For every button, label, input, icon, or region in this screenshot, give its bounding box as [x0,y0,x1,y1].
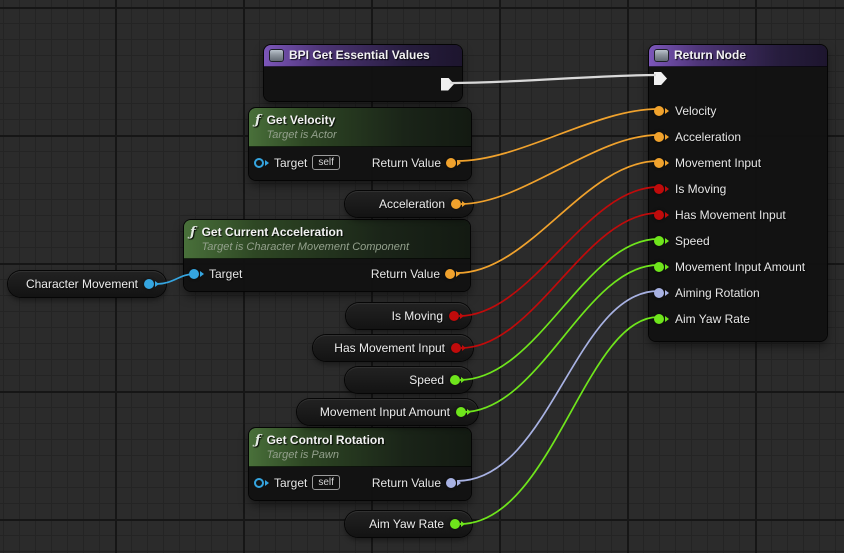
pin-label: Target [274,475,308,490]
var-node-aim-yaw-rate[interactable]: Aim Yaw Rate [345,511,472,537]
pin-label: Movement Input [675,156,762,170]
wire-velocity[interactable] [456,108,659,162]
var-node-character-movement[interactable]: Character Movement [8,271,166,297]
pin-label: Target [209,267,243,281]
pill-label: Character Movement [25,277,138,291]
return-value-output-pin[interactable] [446,157,461,168]
acceleration-input-pin[interactable] [654,132,669,142]
node-subtitle: Target is Actor [266,129,337,141]
wire-speed[interactable] [459,238,659,381]
pill-label: Has Movement Input [334,341,445,355]
var-node-has-movement-input[interactable]: Has Movement Input [313,335,473,361]
node-header[interactable]: BPI Get Essential Values [264,45,462,67]
node-get-velocity[interactable]: ƒ Get Velocity Target is Actor Target se… [249,108,471,180]
return-node-pin-row: Aim Yaw Rate [649,306,827,332]
var-node-speed[interactable]: Speed [345,367,472,393]
output-pin[interactable] [451,343,466,353]
return-node-icon [655,50,668,61]
pin-label: Return Value [371,475,441,490]
node-subtitle: Target is Character Movement Component [201,241,410,253]
node-bpi-get-essential-values[interactable]: BPI Get Essential Values [264,45,462,101]
pill-label: Aim Yaw Rate [369,517,444,531]
movement-input-input-pin[interactable] [654,158,669,168]
return-node-pin-row: Is Moving [649,176,827,202]
target-input-pin[interactable] [254,477,269,488]
return-node-pin-row: Movement Input [649,150,827,176]
return-value-output-pin[interactable] [446,477,461,488]
pin-label: Aim Yaw Rate [675,312,750,326]
function-icon: ƒ [190,225,196,240]
return-node-pin-row: Aiming Rotation [649,280,827,306]
node-header[interactable]: ƒ Get Current Acceleration Target is Cha… [184,220,470,259]
wire-aim-yaw-rate[interactable] [459,316,659,525]
node-title: Return Node [674,48,746,62]
node-subtitle: Target is Pawn [266,449,339,461]
var-node-movement-input-amount[interactable]: Movement Input Amount [297,399,478,425]
pill-label: Is Moving [391,309,443,323]
function-icon: ƒ [255,433,261,448]
output-pin[interactable] [450,375,465,385]
node-get-control-rotation[interactable]: ƒ Get Control Rotation Target is Pawn Ta… [249,428,471,500]
return-node-pin-row: Velocity [649,98,827,124]
pin-label: Has Movement Input [675,208,786,222]
self-default-box[interactable]: self [312,155,340,170]
function-icon: ƒ [255,113,261,128]
pin-label: Speed [675,234,710,248]
pill-label: Speed [409,373,444,387]
interface-function-icon [270,50,283,61]
node-header[interactable]: ƒ Get Control Rotation Target is Pawn [249,428,471,467]
pin-label: Acceleration [675,130,742,144]
self-default-box[interactable]: self [312,475,340,490]
node-title: Get Current Acceleration [201,225,344,239]
node-title: Get Velocity [266,113,336,127]
return-value-output-pin[interactable] [445,269,460,279]
return-node-pin-row: Acceleration [649,124,827,150]
has-movement-input-input-pin[interactable] [654,210,669,220]
pill-label: Movement Input Amount [319,405,450,419]
output-pin[interactable] [449,311,464,321]
aim-yaw-rate-input-pin[interactable] [654,314,669,324]
output-pin[interactable] [450,519,465,529]
is-moving-input-pin[interactable] [654,184,669,194]
target-input-pin[interactable] [189,269,204,279]
pin-label: Aiming Rotation [675,286,760,300]
node-title: Get Control Rotation [266,433,385,447]
output-pin[interactable] [451,199,466,209]
aiming-rotation-input-pin[interactable] [654,288,669,298]
target-input-pin[interactable] [254,157,269,168]
return-node-pin-row: Speed [649,228,827,254]
var-node-is-moving[interactable]: Is Moving [346,303,471,329]
pin-label: Movement Input Amount [675,260,806,274]
node-header[interactable]: ƒ Get Velocity Target is Actor [249,108,471,147]
velocity-input-pin[interactable] [654,106,669,116]
node-get-current-acceleration[interactable]: ƒ Get Current Acceleration Target is Cha… [184,220,470,291]
exec-output-pin[interactable] [441,77,454,91]
pin-label: Return Value [371,155,441,170]
pin-label: Return Value [370,267,440,281]
wire-has-movement-input[interactable] [460,212,659,349]
node-header[interactable]: Return Node [649,45,827,67]
wire-movement-input-amount[interactable] [462,264,659,413]
wire-acceleration[interactable] [460,134,659,205]
pill-label: Acceleration [378,197,445,211]
return-node-pin-row: Movement Input Amount [649,254,827,280]
pin-label: Is Moving [675,182,727,196]
pin-label: Target [274,155,308,170]
output-pin[interactable] [144,279,159,289]
return-node-pin-row: Has Movement Input [649,202,827,228]
output-pin[interactable] [456,407,471,417]
wire-is-moving[interactable] [458,186,659,317]
var-node-acceleration[interactable]: Acceleration [345,191,473,217]
wire-movement-input[interactable] [456,160,659,274]
pin-label: Velocity [675,104,717,118]
exec-input-pin[interactable] [654,72,667,85]
node-title: BPI Get Essential Values [289,48,430,62]
wire-exec[interactable] [449,73,657,85]
wire-aiming-rotation[interactable] [456,290,659,482]
movement-input-amount-input-pin[interactable] [654,262,669,272]
speed-input-pin[interactable] [654,236,669,246]
